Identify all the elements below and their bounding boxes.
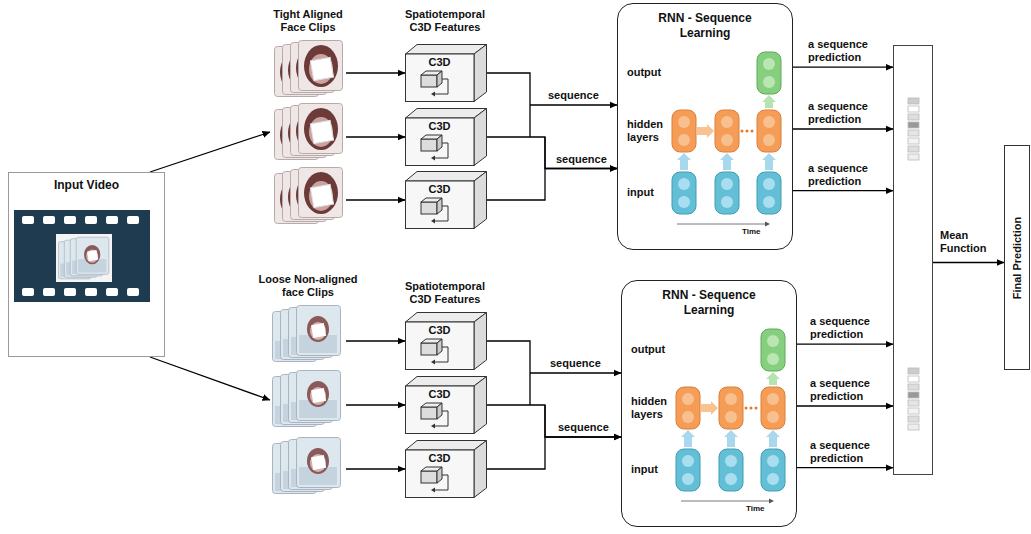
connector xyxy=(346,468,405,469)
connector xyxy=(150,132,270,172)
layer-label: output xyxy=(631,343,675,356)
node-heading: Mean Function xyxy=(940,229,998,255)
node-title: C3D xyxy=(405,120,474,133)
connector xyxy=(487,73,617,137)
c3d-feature-box: C3D xyxy=(405,312,487,370)
node-heading: Tight Aligned Face Clips xyxy=(263,8,353,34)
rnn-cells xyxy=(672,52,785,504)
node-title: C3D xyxy=(405,183,474,196)
node-title: C3D xyxy=(405,388,474,401)
node-title: RNN - Sequence Learning xyxy=(649,288,769,318)
connector xyxy=(346,199,405,200)
edge-label: a sequence prediction xyxy=(806,38,880,64)
connector xyxy=(346,72,405,73)
c3d-feature-box: C3D xyxy=(405,44,487,102)
axis-label: Time xyxy=(746,504,776,514)
connector xyxy=(487,137,617,169)
connector xyxy=(487,341,621,405)
layer-label: output xyxy=(627,66,671,79)
cube-outline xyxy=(405,440,487,498)
film-strip xyxy=(14,210,150,302)
connector xyxy=(346,340,405,341)
connector xyxy=(793,190,893,191)
edge-label: sequence xyxy=(548,357,603,370)
cube-outline xyxy=(405,171,487,229)
edge-label: a sequence prediction xyxy=(808,377,882,403)
prediction-vectors xyxy=(908,98,919,430)
node-title: Final Prediction xyxy=(1011,216,1024,299)
connector xyxy=(150,357,270,400)
edge-label: sequence xyxy=(546,89,601,102)
c3d-feature-box: C3D xyxy=(405,108,487,166)
edge-label: a sequence prediction xyxy=(808,315,882,341)
edge-label: sequence xyxy=(556,421,611,434)
node-title: C3D xyxy=(405,56,474,69)
connector xyxy=(793,67,893,68)
section-heading: Spatiotemporal C3D Features xyxy=(397,280,493,306)
c3d-feature-box: C3D xyxy=(405,440,487,498)
edge-label: a sequence prediction xyxy=(806,162,880,188)
connector xyxy=(346,404,405,405)
c3d-feature-box: C3D xyxy=(405,376,487,434)
connector xyxy=(346,136,405,137)
connector xyxy=(487,405,621,469)
cube-outline xyxy=(405,44,487,102)
layer-label: input xyxy=(631,463,671,476)
edge-label: a sequence prediction xyxy=(808,439,882,465)
c3d-feature-box: C3D xyxy=(405,171,487,229)
connector xyxy=(933,262,1004,263)
cube-outline xyxy=(405,376,487,434)
node-heading: Loose Non-aligned face Clips xyxy=(256,273,360,299)
face-clip-stack: Tight Aligned Face Clips xyxy=(270,38,346,226)
connector xyxy=(793,128,893,129)
edge-label: sequence xyxy=(554,153,609,166)
node-title: RNN - Sequence Learning xyxy=(645,11,765,41)
connector xyxy=(797,467,893,468)
layer-label: hidden layers xyxy=(627,118,669,144)
connector xyxy=(797,344,893,345)
section-heading: Spatiotemporal C3D Features xyxy=(397,8,493,34)
final-prediction-box: Final Prediction xyxy=(1004,145,1030,370)
node-title: C3D xyxy=(405,452,474,465)
node-title: Input Video xyxy=(9,178,164,192)
mean-aggregator-bar: Mean Function xyxy=(893,45,933,475)
input-video-box: Input Video xyxy=(8,172,165,357)
layer-label: input xyxy=(627,186,667,199)
face-clip-stack: Loose Non-aligned face Clips xyxy=(270,303,346,497)
cube-outline xyxy=(405,108,487,166)
connector xyxy=(487,137,617,200)
layer-label: hidden layers xyxy=(631,395,673,421)
face-clip-images xyxy=(273,41,343,494)
connector xyxy=(797,405,893,406)
connector xyxy=(487,405,621,437)
edge-label: a sequence prediction xyxy=(806,100,880,126)
node-title: C3D xyxy=(405,324,474,337)
axis-label: Time xyxy=(742,227,772,237)
cube-outline xyxy=(405,312,487,370)
